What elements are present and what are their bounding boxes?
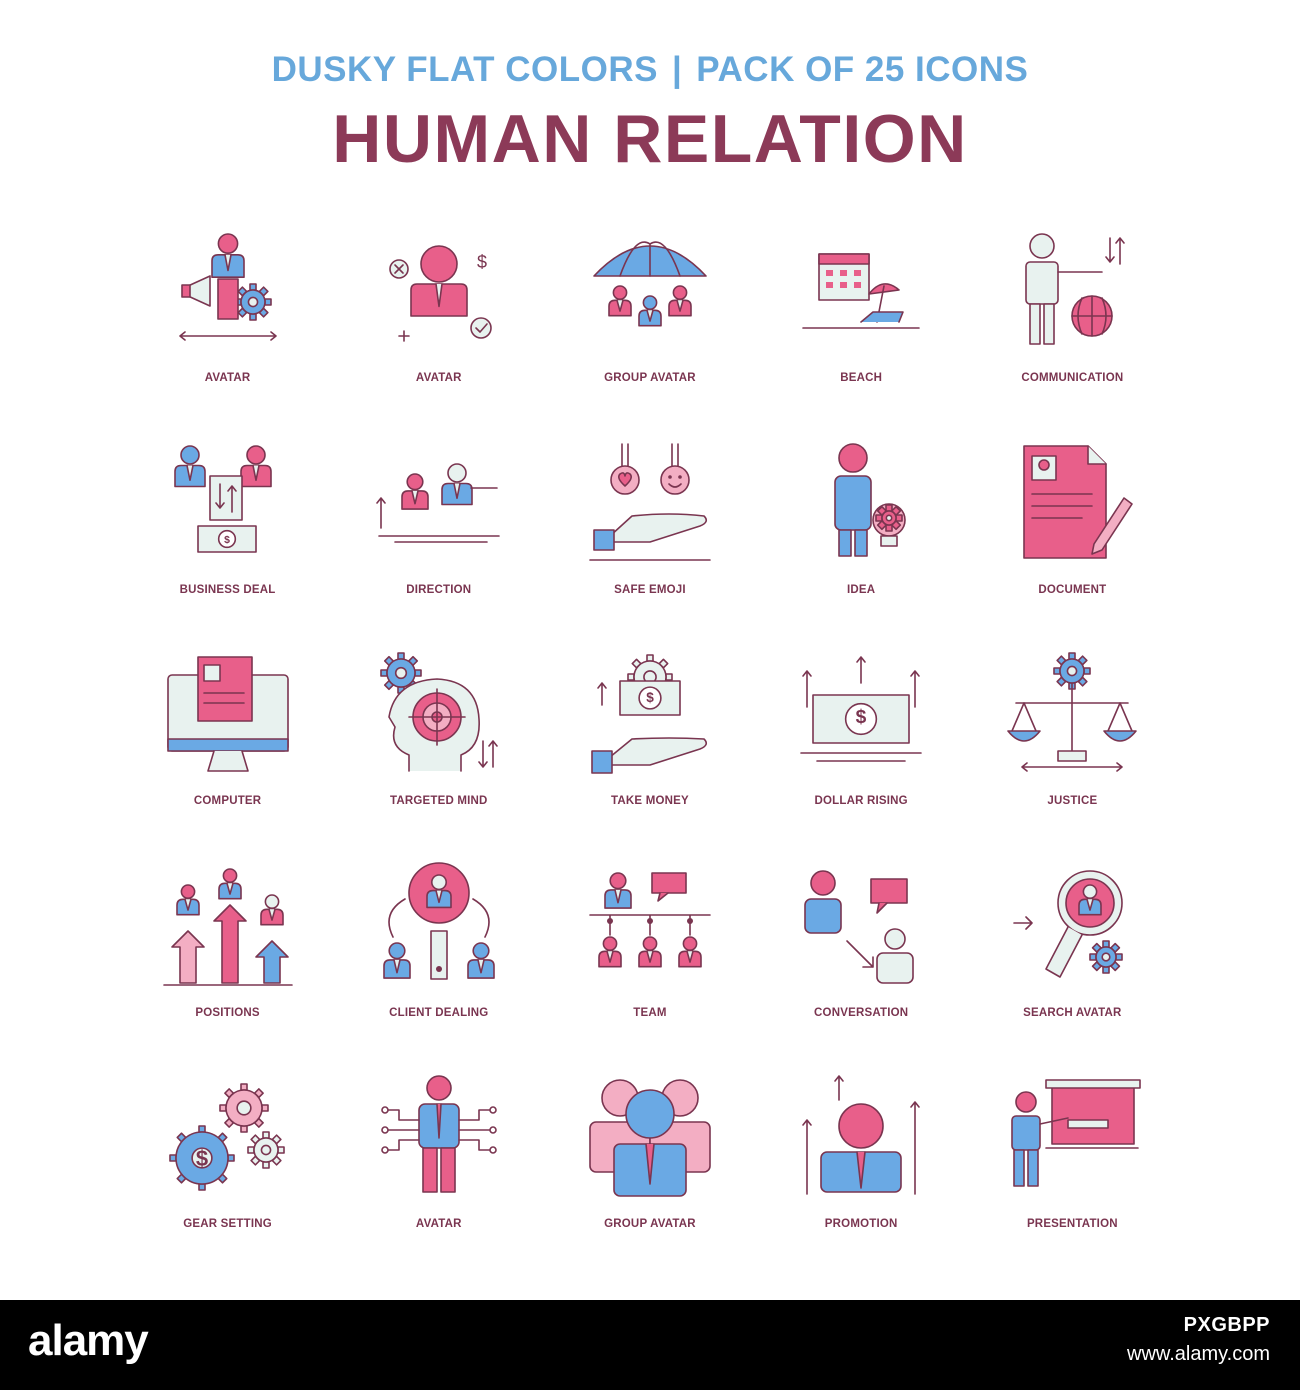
icon-tile: CLIENT DEALING [333, 851, 544, 1063]
icon-tile: COMMUNICATION [967, 216, 1178, 428]
direction-icon [375, 462, 500, 543]
icon-tile: $ DOLLAR RISING [756, 639, 967, 851]
search-avatar-icon [1013, 869, 1124, 978]
icon-grid: AVATAR $ AVATAR GROUP AVATAR BEACH COMMUNICAT… [122, 216, 1178, 1274]
icon-tile: BEACH [756, 216, 967, 428]
icon-label: SAFE EMOJI [614, 583, 686, 596]
icon-tile: AVATAR [122, 216, 333, 428]
site-url: www.alamy.com [1127, 1343, 1270, 1365]
safe-emoji-icon [589, 442, 711, 561]
icon-tile: SEARCH AVATAR [967, 851, 1178, 1063]
take-money-icon: $ [591, 654, 708, 774]
icon-label: AVATAR [415, 1218, 462, 1230]
icon-label: PROMOTION [824, 1218, 898, 1230]
icon-tile: POSITIONS [122, 851, 333, 1063]
document-icon [1023, 444, 1134, 559]
icon-label: GROUP AVATAR [604, 1218, 696, 1230]
avatar-network-icon [380, 1075, 497, 1193]
icon-label: SEARCH AVATAR [1023, 1006, 1122, 1019]
icon-label: JUSTICE [1047, 795, 1098, 807]
icon-tile: $ BUSINESS DEAL [122, 428, 333, 640]
pack-subtitle: DUSKY FLAT COLORS | PACK OF 25 ICONS [0, 50, 1300, 90]
icon-label: COMPUTER [193, 795, 262, 807]
svg-text:$: $ [224, 535, 230, 546]
subtitle-style: DUSKY FLAT COLORS [271, 50, 658, 89]
icon-tile: SAFE EMOJI [544, 428, 755, 640]
icon-tile: IDEA [756, 428, 967, 640]
targeted-mind-icon [379, 652, 498, 772]
computer-icon [166, 656, 289, 772]
gear-setting-icon: $ [168, 1083, 285, 1191]
conversation-icon [804, 869, 914, 984]
icon-label: COMMUNICATION [1021, 372, 1124, 384]
icon-label: TARGETED MIND [389, 795, 488, 807]
icon-tile: JUSTICE [967, 639, 1178, 851]
client-dealing-icon [382, 861, 495, 980]
icon-tile: PRESENTATION [967, 1062, 1178, 1274]
icon-tile: AVATAR [333, 1062, 544, 1274]
icon-label: PRESENTATION [1026, 1218, 1118, 1230]
icon-tile: $ GEAR SETTING [122, 1062, 333, 1274]
icon-tile: DOCUMENT [967, 428, 1178, 640]
svg-text:$: $ [195, 1146, 207, 1171]
icon-tile: PROMOTION [756, 1062, 967, 1274]
group-avatar-icon [589, 1079, 711, 1197]
icon-label: BEACH [840, 372, 883, 384]
image-id: PXGBPP [1183, 1314, 1270, 1336]
group-umbrella-icon [593, 241, 707, 327]
icon-label: DIRECTION [406, 583, 472, 596]
presentation-icon [1011, 1079, 1142, 1187]
icon-label: CLIENT DEALING [389, 1006, 489, 1019]
icon-label: AVATAR [204, 372, 251, 384]
icon-label: GEAR SETTING [183, 1218, 272, 1230]
avatar-megaphone-icon [178, 233, 277, 341]
svg-text:$: $ [477, 252, 487, 272]
icon-label: AVATAR [415, 372, 462, 384]
icon-label: CONVERSATION [814, 1006, 909, 1019]
icon-tile: $ TAKE MONEY [544, 639, 755, 851]
promotion-icon [802, 1075, 920, 1195]
icon-label: GROUP AVATAR [604, 372, 696, 384]
beach-icon [802, 253, 920, 329]
business-deal-icon: $ [173, 444, 272, 553]
dollar-rising-icon: $ [800, 656, 922, 762]
subtitle-count: PACK OF 25 ICONS [696, 50, 1029, 89]
communication-icon [1025, 233, 1126, 345]
icon-tile: TEAM [544, 851, 755, 1063]
justice-icon [1007, 652, 1138, 772]
icon-tile: CONVERSATION [756, 851, 967, 1063]
icon-label: TEAM [633, 1006, 667, 1019]
idea-icon [834, 442, 906, 557]
page-title: HUMAN RELATION [332, 101, 968, 177]
image-meta: PXGBPP www.alamy.com [1127, 1314, 1270, 1366]
icon-tile: COMPUTER [122, 639, 333, 851]
watermark-bar: alamy PXGBPP www.alamy.com [0, 1300, 1300, 1390]
icon-tile: TARGETED MIND [333, 639, 544, 851]
icon-tile: $ AVATAR [333, 216, 544, 428]
positions-icon [162, 867, 293, 986]
svg-text:$: $ [856, 707, 867, 728]
icon-label: POSITIONS [195, 1006, 260, 1019]
icon-tile: GROUP AVATAR [544, 216, 755, 428]
subtitle-separator: | [671, 50, 683, 89]
icon-label: BUSINESS DEAL [179, 583, 276, 596]
icon-label: DOLLAR RISING [814, 795, 908, 807]
alamy-logo: alamy [28, 1316, 149, 1365]
icon-label: DOCUMENT [1038, 583, 1107, 596]
avatar-money-icon: $ [388, 245, 492, 342]
icon-tile: GROUP AVATAR [544, 1062, 755, 1274]
team-icon [589, 871, 711, 967]
svg-text:$: $ [646, 690, 654, 705]
icon-label: IDEA [847, 583, 876, 596]
icon-label: TAKE MONEY [611, 795, 689, 807]
icon-tile: DIRECTION [333, 428, 544, 640]
